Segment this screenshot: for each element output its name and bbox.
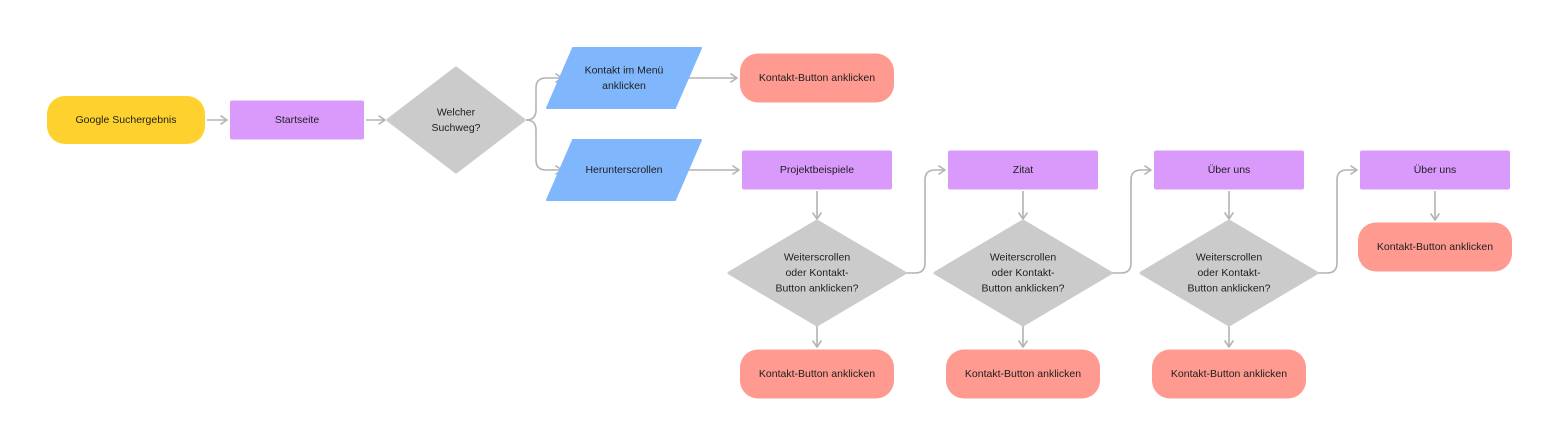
node-label-line: Kontakt-Button anklicken [759,368,875,380]
node-kontakt-menu: Kontakt im Menü anklicken [546,47,702,109]
diamond-shape [1139,219,1319,327]
node-label-line: oder Kontakt- [991,267,1055,279]
node-label-line: Weiterscrollen [990,252,1056,264]
node-projektbeispiele: Projektbeispiele [742,150,892,190]
node-label-line: Herunterscrollen [585,164,662,176]
para-shape [546,139,702,201]
edge-decision2-to-ueber1 [1111,165,1152,274]
node-label-line: Kontakt im Menü [585,64,664,76]
edge-decision3-to-ueber2 [1317,165,1358,274]
node-label-line: Button anklicken? [982,283,1065,295]
pill-shape [47,96,205,144]
node-kontakt-btn-3: Kontakt-Button anklicken [1152,349,1306,399]
connector-layer [207,73,1440,348]
rect-shape [742,150,892,190]
node-label-line: Kontakt-Button anklicken [965,368,1081,380]
node-label-line: Google Suchergebnis [76,114,177,126]
pill-shape [1152,349,1306,399]
edge-welcher-to-kontakt-menu [525,73,563,121]
node-label-line: Welcher [437,106,476,118]
node-label-line: Button anklicken? [1188,283,1271,295]
pill-shape [946,349,1100,399]
diamond-shape [933,219,1113,327]
node-label-line: Zitat [1013,164,1034,176]
pill-shape [1358,222,1512,272]
node-label-line: anklicken [602,80,646,92]
node-layer: Google Suchergebnis Startseite WelcherSuch… [47,47,1512,399]
node-label-line: Projektbeispiele [780,164,854,176]
node-label-line: Über uns [1414,164,1457,176]
node-label-line: oder Kontakt- [1197,267,1261,279]
node-label-line: Startseite [275,114,320,126]
node-label-line: Kontakt-Button anklicken [759,72,875,84]
node-label-line: Über uns [1208,164,1251,176]
para-shape [546,47,702,109]
pill-shape [740,349,894,399]
node-label-line: Weiterscrollen [1196,252,1262,264]
node-google: Google Suchergebnis [47,96,205,144]
rect-shape [948,150,1098,190]
edge-welcher-to-herunterscrollen [525,119,563,175]
node-label-line: oder Kontakt- [785,267,849,279]
rect-shape [230,100,364,140]
node-kontakt-btn-right: Kontakt-Button anklicken [1358,222,1512,272]
edge-decision1-to-zitat [905,165,946,274]
node-kontakt-btn-top: Kontakt-Button anklicken [740,53,894,103]
node-decision-3: Weiterscrollen oder Kontakt- Button anklic… [1139,219,1319,327]
node-label-line: Suchweg? [431,122,480,134]
node-startseite: Startseite [230,100,364,140]
node-zitat: Zitat [948,150,1098,190]
node-ueber-uns-1: Über uns [1154,150,1304,190]
node-label-line: Button anklicken? [776,283,859,295]
pill-shape [740,53,894,103]
node-decision-2: Weiterscrollen oder Kontakt- Button anklic… [933,219,1113,327]
node-decision-1: Weiterscrollen oder Kontakt- Button anklic… [727,219,907,327]
node-label-line: Weiterscrollen [784,252,850,264]
diamond-shape [386,66,526,174]
node-label-line: Kontakt-Button anklicken [1377,241,1493,253]
node-herunterscrollen: Herunterscrollen [546,139,702,201]
diamond-shape [727,219,907,327]
rect-shape [1154,150,1304,190]
node-label-line: Kontakt-Button anklicken [1171,368,1287,380]
node-kontakt-btn-1: Kontakt-Button anklicken [740,349,894,399]
node-kontakt-btn-2: Kontakt-Button anklicken [946,349,1100,399]
node-ueber-uns-2: Über uns [1360,150,1510,190]
rect-shape [1360,150,1510,190]
